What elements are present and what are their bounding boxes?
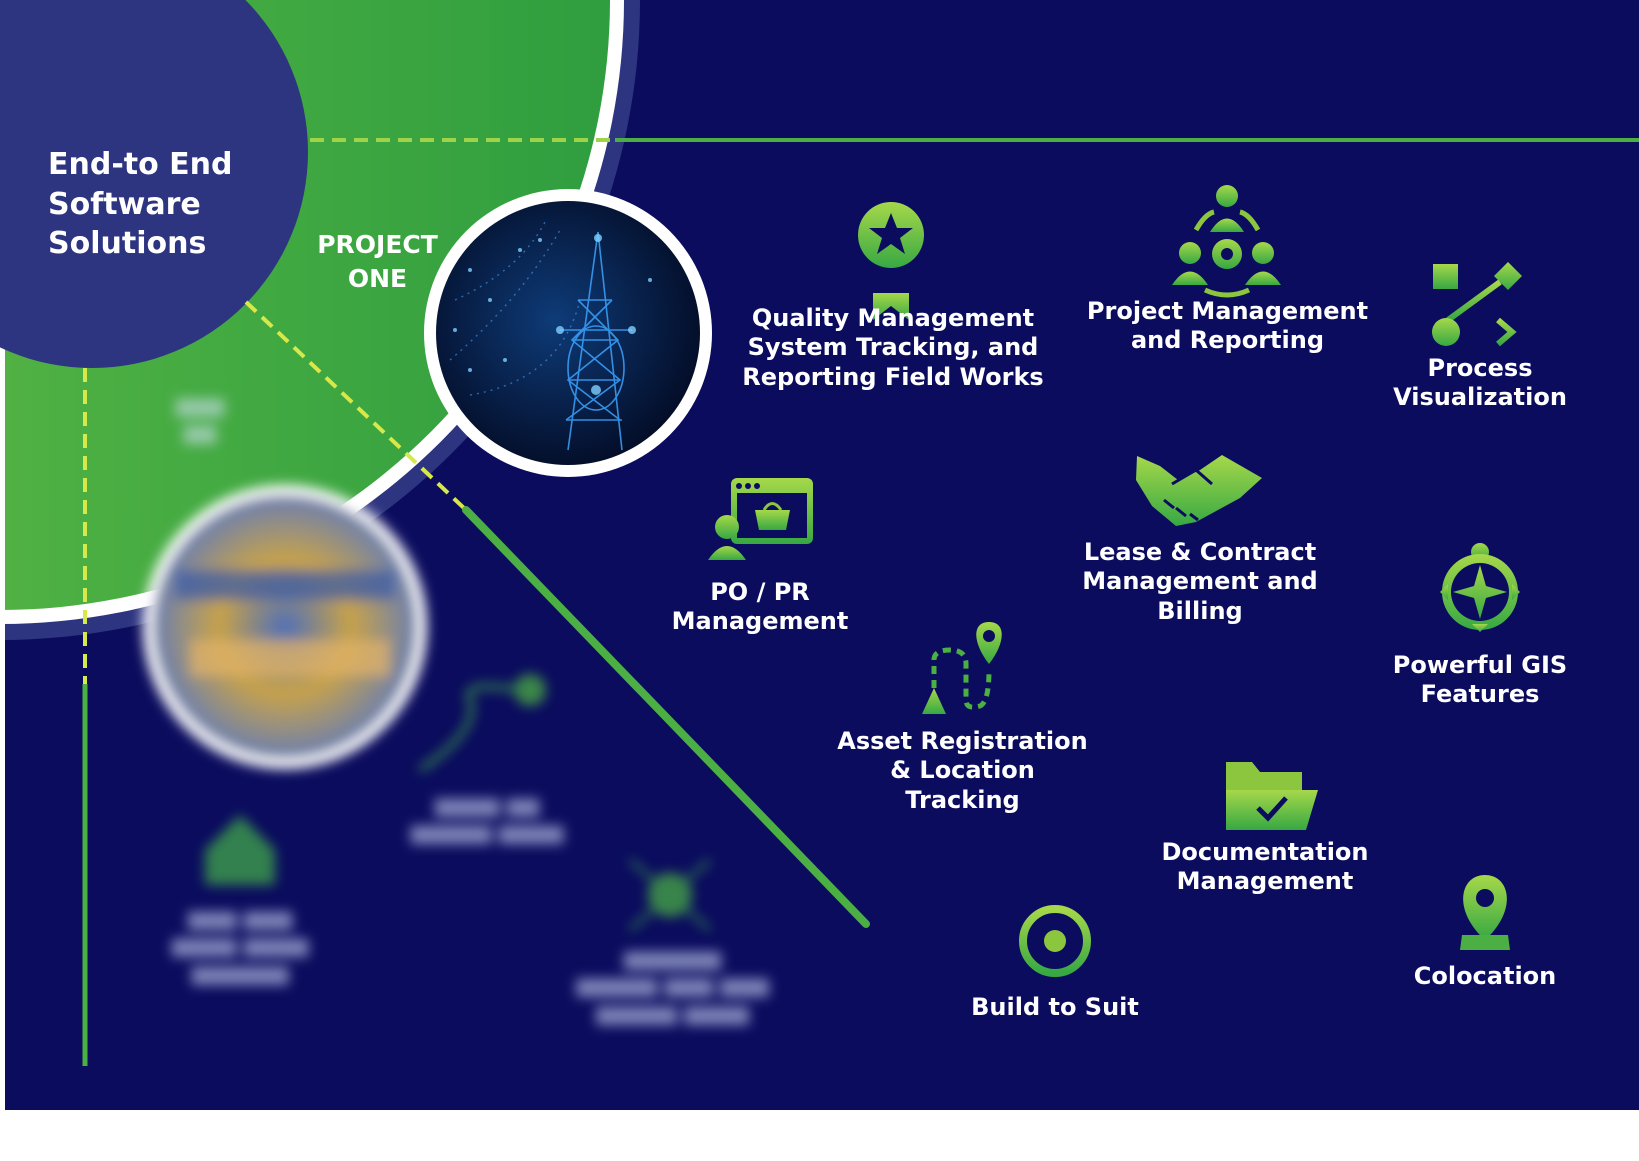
- compass-icon: [1440, 543, 1520, 632]
- process-flow-icon: [1432, 262, 1522, 347]
- target-icon: [1012, 898, 1098, 984]
- project-label: PROJECT ONE: [300, 228, 455, 296]
- blurred-label-a: ▆▆▆▆▆: [175, 393, 225, 445]
- feature-gis: Powerful GIS Features: [1392, 651, 1568, 709]
- headline-line-2: Software: [48, 186, 201, 222]
- handshake-icon: [1136, 455, 1262, 526]
- shopping-basket-browser-icon: [708, 478, 813, 560]
- feature-po-pr-management: PO / PR Management: [671, 578, 849, 636]
- feature-project-management: Project Management and Reporting: [1086, 297, 1369, 355]
- feature-lease-contract: Lease & Contract Management and Billing: [1082, 538, 1318, 625]
- project-line-2: ONE: [347, 264, 408, 293]
- headline-line-3: Solutions: [48, 226, 207, 262]
- blurred-label-d: ▆▆▆▆▆▆▆▆▆▆▆ ▆▆▆ ▆▆▆▆▆▆▆▆ ▆▆▆▆: [576, 946, 769, 1025]
- disc-clip-left: [0, 0, 5, 1161]
- blurred-label-c: ▆▆▆ ▆▆▆▆▆▆▆ ▆▆▆▆▆▆▆▆▆▆: [171, 906, 309, 985]
- route-pin-icon: [922, 622, 1002, 714]
- feature-quality-management: Quality Management System Tracking, and …: [742, 304, 1044, 391]
- dashed-connector-diagonal: [244, 300, 468, 512]
- feature-process-visualization: Process Visualization: [1393, 354, 1567, 412]
- headline-disc: [0, 0, 308, 368]
- feature-documentation: Documentation Management: [1161, 838, 1369, 896]
- blurred-photo: [143, 485, 427, 769]
- blurred-label-b: ▆▆▆▆ ▆▆▆▆▆▆▆ ▆▆▆▆: [410, 793, 564, 845]
- location-pin-icon: [1460, 875, 1510, 950]
- headline-line-1: End-to End: [48, 147, 233, 182]
- feature-build-to-suit: Build to Suit: [971, 993, 1139, 1021]
- feature-colocation: Colocation: [1413, 962, 1557, 990]
- blurred-icons: [205, 674, 712, 932]
- award-badge-icon: [858, 202, 924, 320]
- solid-connector-diagonal: [462, 506, 870, 928]
- folder-check-icon: [1226, 762, 1318, 830]
- team-gear-icon: [1172, 185, 1281, 298]
- tower-photo: [424, 189, 712, 477]
- feature-asset-registration: Asset Registration & Location Tracking: [837, 727, 1088, 814]
- project-line-1: PROJECT: [317, 230, 438, 259]
- headline-text: End-to End Software Solutions: [48, 145, 308, 264]
